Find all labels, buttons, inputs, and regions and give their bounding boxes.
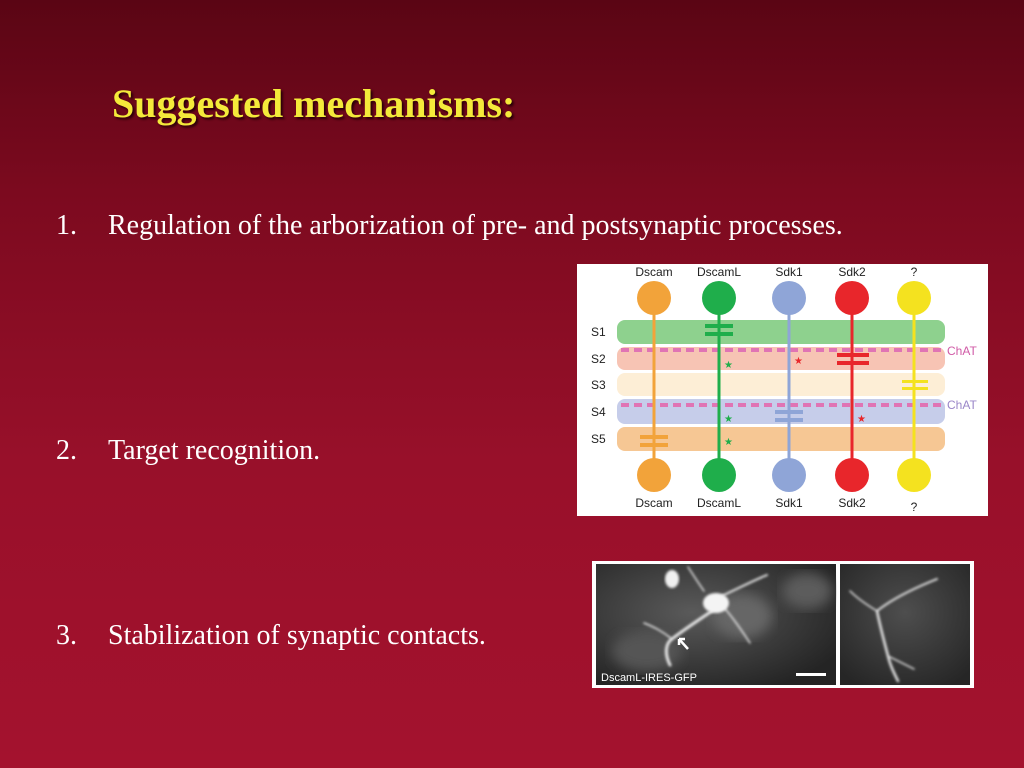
layer-label-s3: S3 [591,378,606,392]
layer-band-s1 [617,320,945,344]
chat-label-upper: ChAT [947,344,977,358]
mechanism-item-3: 3. Stabilization of synaptic contacts. [56,615,876,657]
star-icon: ★ [724,437,733,448]
cell-label-top-sdk2: Sdk2 [838,265,866,279]
cell-label-top-dscaml: DscamL [697,265,741,279]
cell-body-top-sdk2 [835,281,869,315]
item-text: Regulation of the arborization of pre- a… [108,210,843,241]
chat-label-lower: ChAT [947,398,977,412]
item-number: 2. [56,435,77,466]
cell-body-bottom-dscam [637,458,671,492]
star-icon: ★ [794,356,803,367]
micrograph-caption: DscamL-IRES-GFP [601,672,697,684]
cell-body-bottom-unknown [897,458,931,492]
contact-sdk1-s4 [775,410,803,422]
lamination-diagram: S1 S2 S3 S4 S5 ChAT ChAT [577,264,988,516]
mechanism-item-1: 1. Regulation of the arborization of pre… [56,205,876,247]
cell-body-bottom-sdk2 [835,458,869,492]
micrograph-panel-right [840,564,970,685]
cell-body-top-sdk1 [772,281,806,315]
contact-dscaml-s1 [705,324,733,336]
cell-label-bottom-dscaml: DscamL [697,496,741,510]
cell-body-bottom-sdk1 [772,458,806,492]
contact-dscam-s5 [640,435,668,447]
slide-title: Suggested mechanisms: [112,81,516,126]
item-text: Stabilization of synaptic contacts. [108,620,486,651]
cell-label-top-sdk1: Sdk1 [775,265,803,279]
mechanism-item-2: 2. Target recognition. [56,430,876,472]
arrow-icon [677,637,689,650]
contact-unknown-s3 [902,380,928,390]
layer-label-s5: S5 [591,432,606,446]
star-icon: ★ [857,414,866,425]
cell-label-bottom-unknown: ? [911,500,918,514]
layer-band-s5 [617,427,945,451]
contact-sdk2-s2 [837,353,869,365]
cell-body-top-dscam [637,281,671,315]
star-icon: ★ [724,414,733,425]
cell-label-bottom-dscam: Dscam [635,496,672,510]
cell-body-top-dscaml [702,281,736,315]
layer-label-s1: S1 [591,325,606,339]
layer-label-s4: S4 [591,405,606,419]
scale-bar [796,673,826,676]
cell-label-bottom-sdk2: Sdk2 [838,496,866,510]
cell-body-bottom-dscaml [702,458,736,492]
cell-label-top-unknown: ? [911,265,918,279]
micrograph-panel-left: DscamL-IRES-GFP [596,564,836,685]
star-icon: ★ [724,360,733,371]
item-number: 1. [56,210,77,241]
layer-band-s3 [617,373,945,396]
item-text: Target recognition. [108,435,321,466]
layer-label-s2: S2 [591,352,606,366]
cell-label-top-dscam: Dscam [635,265,672,279]
fluorescence-micrograph: DscamL-IRES-GFP [592,561,974,688]
cell-label-bottom-sdk1: Sdk1 [775,496,803,510]
cell-body-top-unknown [897,281,931,315]
item-number: 3. [56,620,77,651]
